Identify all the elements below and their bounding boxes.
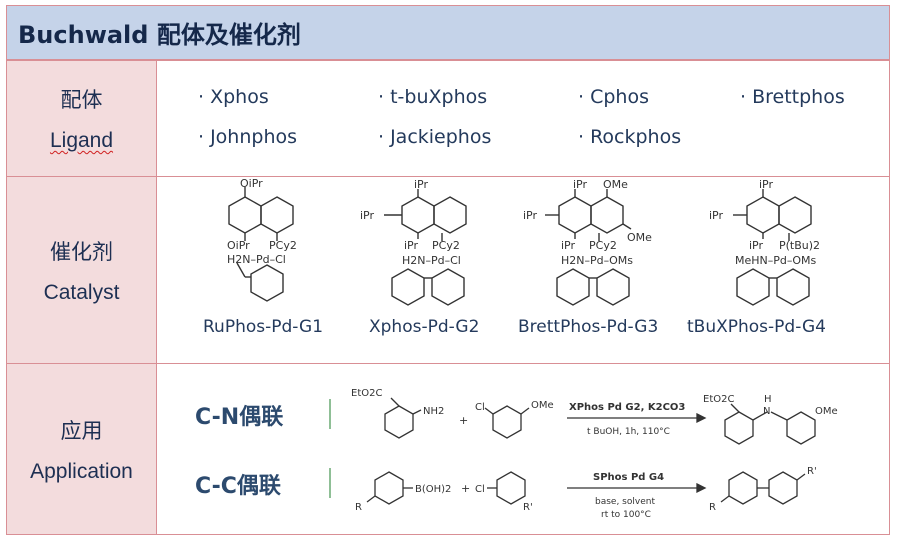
tbux-left-label: iPr xyxy=(709,209,723,222)
cc-plus: + xyxy=(461,482,470,495)
catalyst-label-en: Catalyst xyxy=(43,280,120,304)
brettphos-pd-g3-structure: iPr OMe iPr iPr PCy2 OMe H2N–Pd–OMs xyxy=(523,178,652,306)
buchwald-card: Buchwald 配体及催化剂 配体 Ligand · Xphos · t-bu… xyxy=(6,5,890,535)
catalyst-label-zh: 催化剂 xyxy=(50,239,113,264)
application-label-zh: 应用 xyxy=(60,418,103,443)
catalyst-name: RuPhos-Pd-G1 xyxy=(203,317,324,337)
brett-pd-label: H2N–Pd–OMs xyxy=(561,254,633,267)
tbux-mid-label: iPr xyxy=(749,239,763,252)
cc-product-right: R' xyxy=(807,466,817,477)
catalyst-label-cell: 催化剂 Catalyst xyxy=(7,177,157,363)
reaction-divider xyxy=(329,468,331,498)
xphos-top-label: iPr xyxy=(414,178,428,191)
cn-product-n: N xyxy=(763,406,770,417)
cc-product-left: R xyxy=(709,502,716,513)
cc-reaction-scheme: R B(OH)2 + Cl R' SPhos Pd G4 base, solve… xyxy=(355,466,817,520)
xphos-pd-label: H2N–Pd–Cl xyxy=(402,254,461,267)
xphos-pd-g2-structure: iPr iPr iPr PCy2 H2N–Pd–Cl xyxy=(360,178,467,306)
catalyst-row: 催化剂 Catalyst OiPr OiPr PCy2 H2N xyxy=(7,177,889,364)
brett-pcy-label: PCy2 xyxy=(589,239,617,252)
ligand-label-zh: 配体 xyxy=(60,88,103,112)
cn-product-h: H xyxy=(764,394,772,405)
cc-reactant2-right: R' xyxy=(523,502,533,513)
ruphos-pd-g1-structure: OiPr OiPr PCy2 H2N–Pd–Cl xyxy=(227,177,297,302)
brett-left-label: iPr xyxy=(523,209,537,222)
ligand-item: · Johnphos xyxy=(198,126,298,148)
brett-top-label: iPr xyxy=(573,178,587,191)
cn-plus: + xyxy=(459,414,468,427)
cn-catalyst: XPhos Pd G2, K2CO3 xyxy=(569,402,685,413)
xphos-pcy-label: PCy2 xyxy=(432,239,460,252)
ligand-label-cell: 配体 Ligand xyxy=(7,61,157,176)
cc-conditions1: base, solvent xyxy=(595,497,655,507)
tbux-top-label: iPr xyxy=(759,178,773,191)
ligand-item: · Rockphos xyxy=(578,126,682,148)
ligand-row: 配体 Ligand · Xphos · t-buXphos · Cphos · … xyxy=(7,61,889,177)
cn-product-label: EtO2C xyxy=(703,394,734,405)
card-header: Buchwald 配体及催化剂 xyxy=(7,6,889,61)
cc-conditions2: rt to 100°C xyxy=(601,510,651,520)
reaction-divider xyxy=(329,399,331,429)
cc-reactant1-right: B(OH)2 xyxy=(415,484,451,495)
ligand-item: · Jackiephos xyxy=(378,126,492,148)
card-title: Buchwald 配体及催化剂 xyxy=(18,21,301,49)
cc-reactant1-left: R xyxy=(355,502,362,513)
ligand-item: · Cphos xyxy=(578,86,649,108)
reaction-name: C-N偶联 xyxy=(195,405,284,430)
cn-reactant1-label: EtO2C xyxy=(351,388,382,399)
tbux-pcy-label: P(tBu)2 xyxy=(779,239,820,252)
tbuxphos-pd-g4-structure: iPr iPr iPr P(tBu)2 MeHN–Pd–OMs xyxy=(709,178,820,306)
ligand-item: · Brettphos xyxy=(740,86,845,108)
cn-reactant1-sub: NH2 xyxy=(423,406,444,417)
application-row: 应用 Application C-N偶联 xyxy=(7,364,889,534)
brett-ome2-label: OMe xyxy=(627,231,652,244)
application-label-cell: 应用 Application xyxy=(7,364,157,534)
ligand-label-en: Ligand xyxy=(49,129,114,152)
cn-conditions: t BuOH, 1h, 110°C xyxy=(587,427,670,437)
ruphos-pd-label: H2N–Pd–Cl xyxy=(227,253,286,266)
ruphos-top-label: OiPr xyxy=(240,177,263,190)
cn-reaction-scheme: EtO2C NH2 + Cl OMe XPhos Pd G2, K2CO3 t … xyxy=(351,388,838,445)
xphos-mid-label: iPr xyxy=(404,239,418,252)
ligand-item: · Xphos xyxy=(198,86,269,108)
catalyst-structures: OiPr OiPr PCy2 H2N–Pd–Cl RuPhos-Pd-G1 xyxy=(157,177,889,363)
catalyst-name: tBuXPhos-Pd-G4 xyxy=(687,317,826,337)
brett-ome1-label: OMe xyxy=(603,178,628,191)
reaction-name: C-C偶联 xyxy=(195,474,281,499)
ligand-list: · Xphos · t-buXphos · Cphos · Brettphos … xyxy=(157,61,889,176)
catalyst-name: Xphos-Pd-G2 xyxy=(369,317,480,337)
cn-reactant2-right: OMe xyxy=(531,400,554,411)
xphos-left-label: iPr xyxy=(360,209,374,222)
cn-reactant2-left: Cl xyxy=(475,402,485,413)
ruphos-pcy-label: PCy2 xyxy=(269,239,297,252)
brett-mid-label: iPr xyxy=(561,239,575,252)
ruphos-mid-label: OiPr xyxy=(227,239,250,252)
application-label-en: Application xyxy=(30,459,133,483)
cc-catalyst: SPhos Pd G4 xyxy=(593,472,664,483)
tbux-pd-label: MeHN–Pd–OMs xyxy=(735,254,817,267)
cn-product-right: OMe xyxy=(815,406,838,417)
ligand-item: · t-buXphos xyxy=(378,86,488,108)
application-reactions: C-N偶联 EtO2C xyxy=(157,364,889,534)
cc-reactant2-left: Cl xyxy=(475,484,485,495)
catalyst-name: BrettPhos-Pd-G3 xyxy=(518,317,659,337)
